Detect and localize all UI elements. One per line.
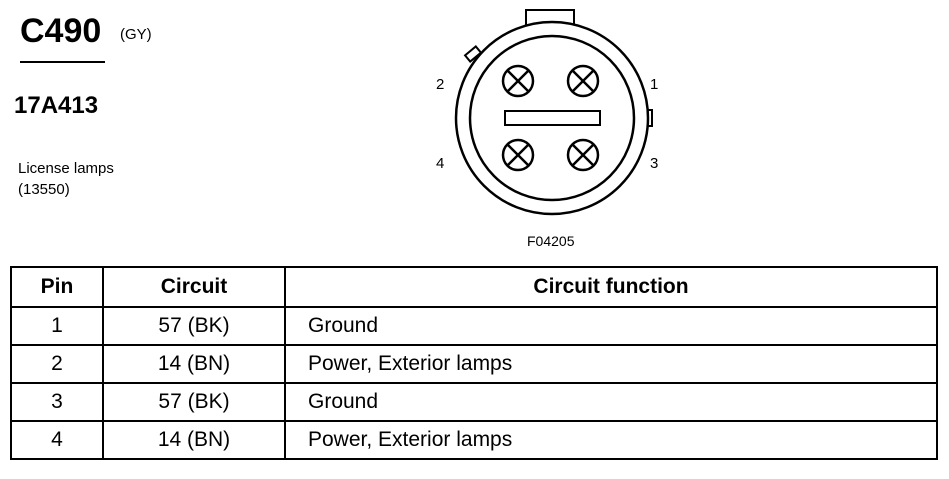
pin-2-terminal xyxy=(501,64,535,98)
pin-1-terminal xyxy=(566,64,600,98)
pin-label-4: 4 xyxy=(436,155,444,172)
connector-id: C490 xyxy=(20,12,102,50)
table-row: 3 57 (BK) Ground xyxy=(10,382,938,422)
header-circuit: Circuit xyxy=(102,266,286,308)
cell-function: Power, Exterior lamps xyxy=(284,420,938,460)
cell-circuit: 57 (BK) xyxy=(102,306,286,346)
table-row: 4 14 (BN) Power, Exterior lamps xyxy=(10,420,938,460)
description-line-2: (13550) xyxy=(18,181,70,198)
cell-pin: 3 xyxy=(10,382,104,422)
cell-circuit: 57 (BK) xyxy=(102,382,286,422)
header-pin: Pin xyxy=(10,266,104,308)
cell-circuit: 14 (BN) xyxy=(102,344,286,384)
part-number: 17A413 xyxy=(14,92,99,119)
pin-label-3: 3 xyxy=(650,155,658,172)
pin-4-terminal xyxy=(501,138,535,172)
description-line-1: License lamps xyxy=(18,160,114,177)
cell-circuit: 14 (BN) xyxy=(102,420,286,460)
header-circuit-function: Circuit function xyxy=(284,266,938,308)
connector-color-code: (GY) xyxy=(120,26,152,43)
pin-3-terminal xyxy=(566,138,600,172)
cell-pin: 2 xyxy=(10,344,104,384)
pin-label-1: 1 xyxy=(650,76,658,93)
connector-id-underline xyxy=(20,61,105,63)
table-row: 1 57 (BK) Ground xyxy=(10,306,938,346)
figure-id: F04205 xyxy=(527,233,575,249)
connector-latch xyxy=(463,45,483,63)
cell-function: Ground xyxy=(284,306,938,346)
connector-center-bar xyxy=(504,110,601,126)
connector-description: License lamps (13550) xyxy=(18,158,114,200)
cell-pin: 1 xyxy=(10,306,104,346)
pin-label-2: 2 xyxy=(436,76,444,93)
connector-face-diagram: 2 1 4 3 xyxy=(436,9,658,216)
cell-function: Ground xyxy=(284,382,938,422)
cell-function: Power, Exterior lamps xyxy=(284,344,938,384)
pin-table: Pin Circuit Circuit function 1 57 (BK) G… xyxy=(10,266,938,460)
table-header-row: Pin Circuit Circuit function xyxy=(10,266,938,308)
table-row: 2 14 (BN) Power, Exterior lamps xyxy=(10,344,938,384)
cell-pin: 4 xyxy=(10,420,104,460)
